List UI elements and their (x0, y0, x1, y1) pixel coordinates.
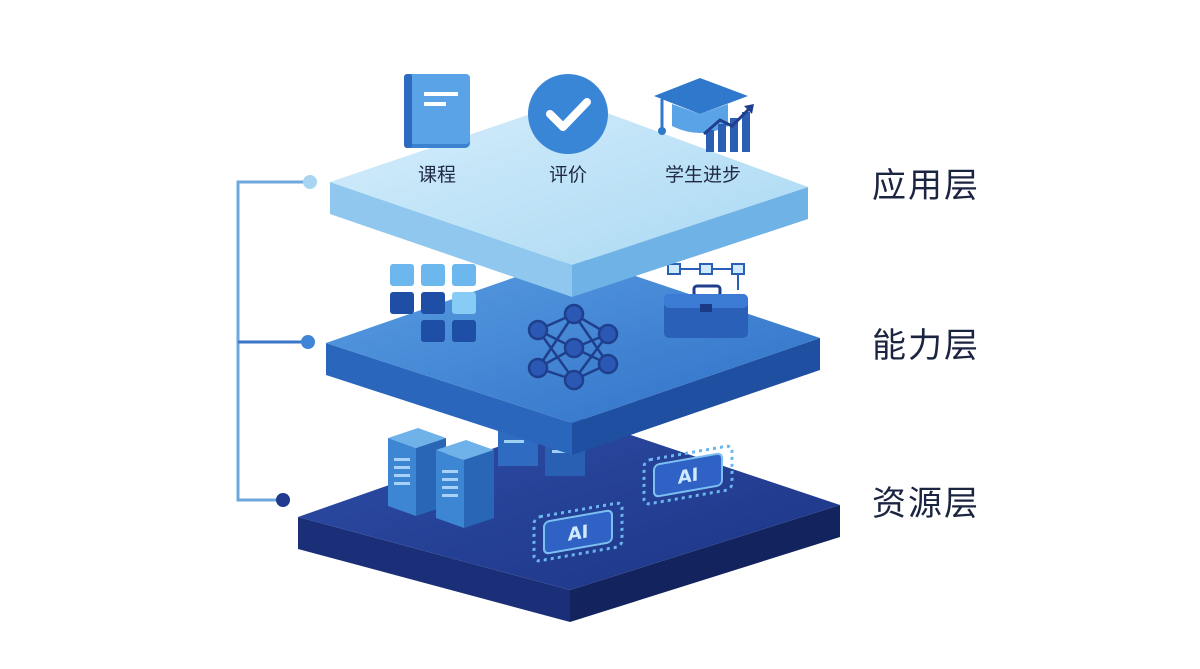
graduation-cap-chart-icon (654, 78, 754, 152)
app-item-label-student-progress: 学生进步 (664, 164, 741, 186)
app-item-label-course: 课程 (417, 164, 456, 186)
checkmark-icon (528, 74, 608, 154)
connector-dot-capability (301, 335, 315, 349)
server-rack-icon (388, 428, 494, 528)
blocks-grid-icon (390, 264, 476, 342)
ai-chip-label: AI (678, 464, 699, 488)
book-icon (404, 74, 470, 148)
connector-dot-resource (276, 493, 290, 507)
layer-label-application: 应用层 (872, 166, 980, 206)
connector-dot-application (303, 175, 317, 189)
ai-chip-label: AI (568, 521, 589, 545)
app-item-label-evaluation: 评价 (548, 164, 587, 186)
layer-label-resource: 资源层 (872, 484, 980, 524)
connector-lines (236, 175, 317, 507)
neural-network-icon (527, 303, 619, 391)
toolbox-workflow-icon (664, 263, 748, 338)
layer-label-capability: 能力层 (872, 326, 980, 366)
ai-chip-icon: AI AI (532, 444, 734, 563)
application-layer-slab (330, 100, 808, 297)
